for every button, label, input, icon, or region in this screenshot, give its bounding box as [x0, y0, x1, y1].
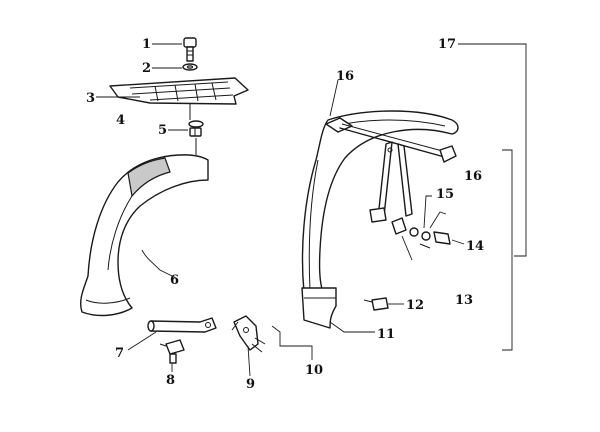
part-support-struts	[369, 141, 451, 249]
part-bolt-12	[363, 297, 389, 311]
callout-13: 13	[455, 293, 473, 308]
callout-7: 7	[115, 346, 124, 361]
callout-3: 3	[86, 91, 95, 106]
callout-17: 17	[438, 37, 456, 52]
part-rear-mudguard	[301, 110, 459, 329]
part-clip-bracket	[231, 315, 266, 353]
part-screw	[183, 37, 197, 62]
callout-labels: 1 2 3 4 5 6 7 8 9 10 11 12 13 14 15 16 1…	[86, 37, 484, 392]
callout-11: 11	[377, 327, 395, 342]
part-front-mudguard	[79, 154, 209, 317]
callout-8: 8	[166, 373, 175, 388]
callout-16-right: 16	[464, 169, 482, 184]
callout-5: 5	[158, 123, 167, 138]
callout-16-top: 16	[336, 69, 354, 84]
callout-2: 2	[142, 61, 151, 76]
callout-15: 15	[436, 187, 454, 202]
callout-14: 14	[466, 239, 484, 254]
part-carrier-rack	[109, 77, 249, 120]
leader-lines	[96, 43, 527, 377]
part-rod	[147, 317, 217, 333]
callout-10: 10	[305, 363, 323, 378]
callout-6: 6	[170, 273, 179, 288]
callout-9: 9	[246, 377, 255, 392]
callout-1: 1	[142, 37, 151, 52]
part-washer	[182, 63, 198, 71]
callout-12: 12	[406, 298, 424, 313]
callout-4: 4	[116, 113, 125, 128]
part-nut	[188, 120, 204, 137]
part-stay-rod	[325, 117, 457, 163]
part-small-bolt	[159, 339, 185, 364]
